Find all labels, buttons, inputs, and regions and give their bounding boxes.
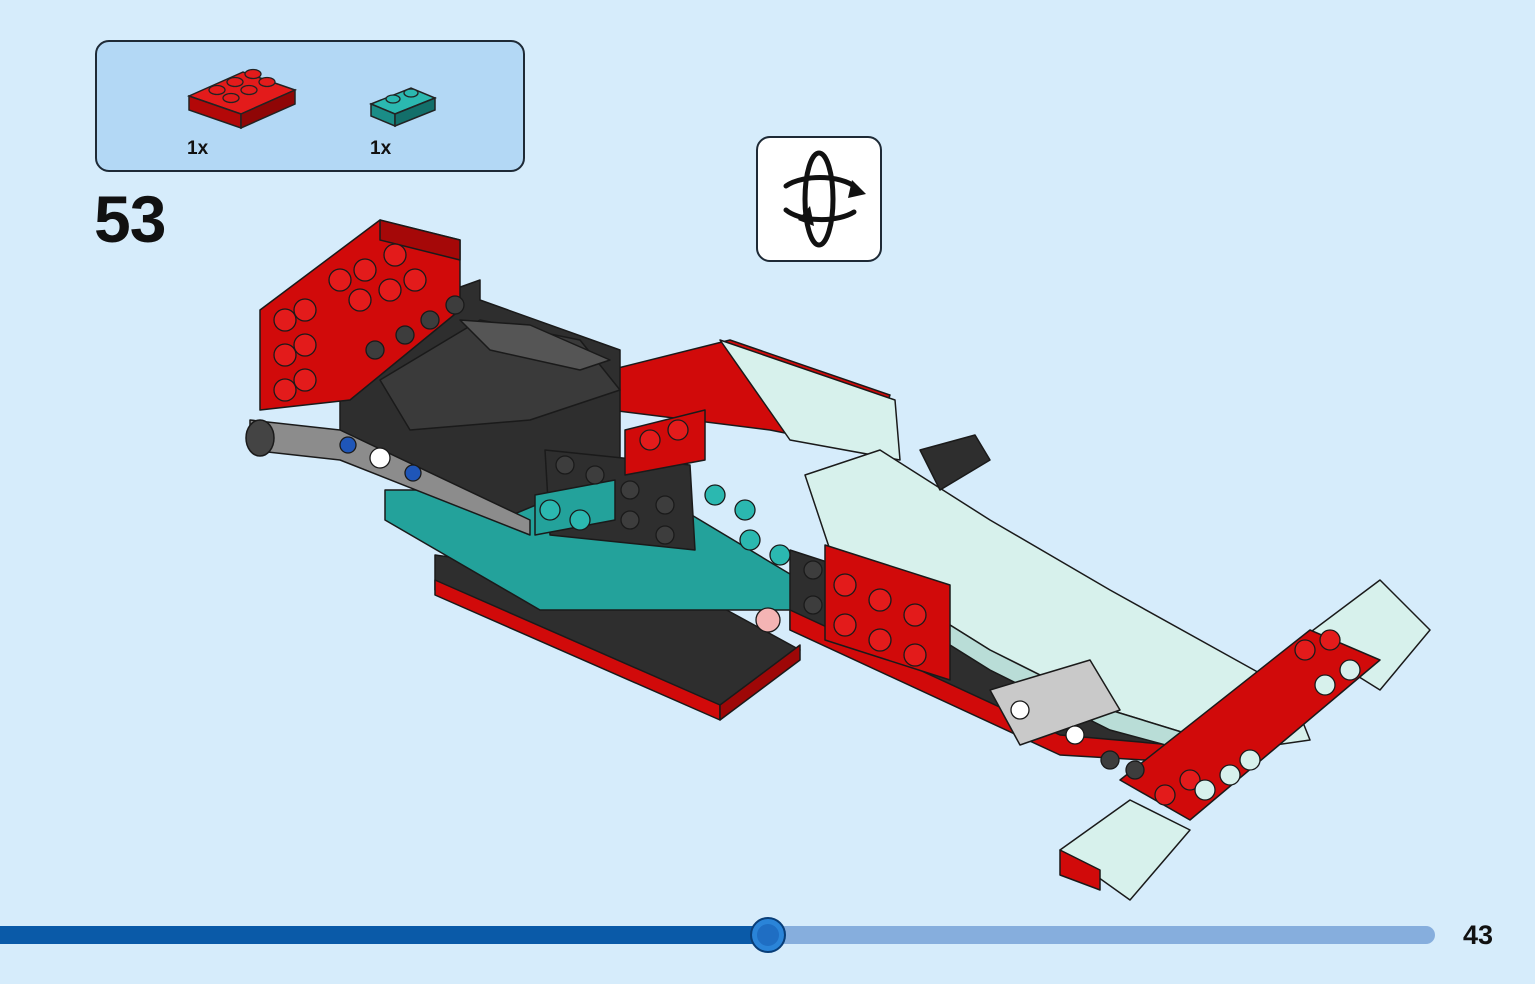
part-quantity-teal: 1x: [370, 138, 392, 159]
progress-bar: [0, 917, 1435, 953]
teal-plate-1x2-icon: [369, 87, 437, 128]
rotate-model-icon: [783, 150, 866, 248]
progress-fill: [0, 926, 768, 944]
model-illustration: [245, 219, 1431, 901]
rotate-callout: [756, 136, 882, 262]
step-number: 53: [94, 182, 166, 256]
progress-knob: [749, 917, 786, 953]
red-plate-2x3-icon: [186, 68, 298, 130]
page-number: 43: [1463, 920, 1494, 950]
parts-callout: 1x 1x: [95, 40, 525, 172]
part-quantity-red: 1x: [187, 138, 209, 159]
